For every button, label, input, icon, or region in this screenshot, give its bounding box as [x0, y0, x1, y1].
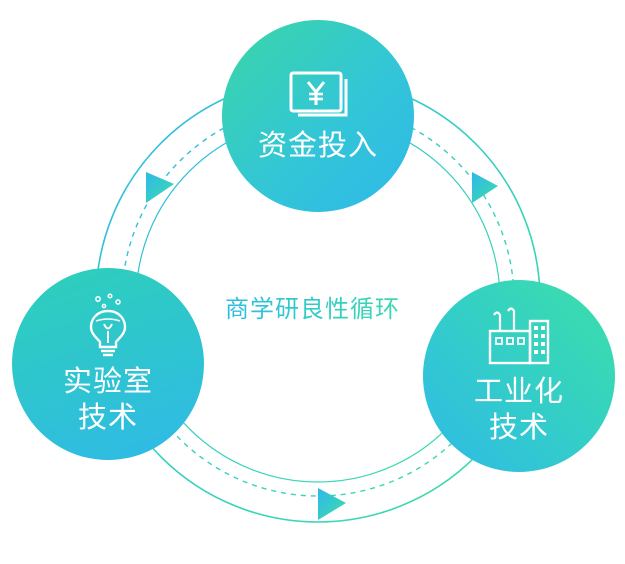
lightbulb-flask-icon	[89, 293, 127, 357]
arrow-upper-left	[146, 172, 174, 203]
arrow-bottom	[318, 488, 346, 520]
node-lab-label-line1: 实验室	[62, 364, 153, 398]
node-industrial-label-line2: 技术	[488, 410, 549, 444]
node-industrial-technology: 工业化 技术	[423, 280, 615, 472]
yen-bill-icon	[289, 71, 348, 117]
node-capital-investment: 资金投入	[222, 20, 414, 212]
node-lab-label-line2: 技术	[77, 400, 138, 434]
center-cycle-title: 商学研良性循环	[200, 294, 425, 324]
arrow-upper-right	[472, 172, 498, 203]
node-capital-label-line1: 资金投入	[257, 128, 378, 162]
node-industrial-label-line1: 工业化	[473, 374, 564, 408]
factory-icon	[488, 307, 550, 365]
node-lab-technology: 实验室 技术	[12, 268, 204, 460]
